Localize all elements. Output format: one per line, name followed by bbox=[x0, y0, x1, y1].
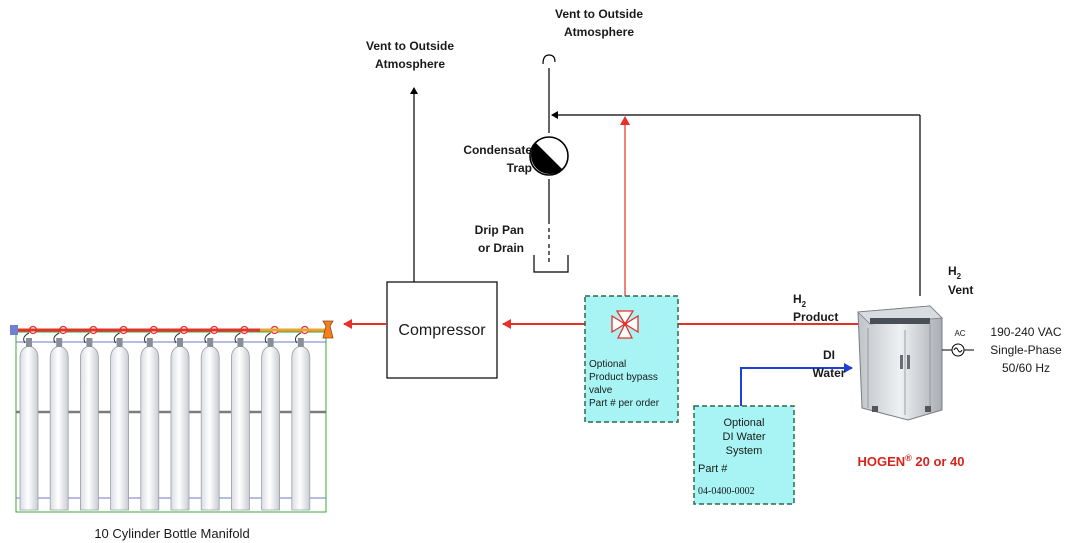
hogen-unit-image bbox=[857, 305, 943, 421]
cylinder-5 bbox=[140, 345, 160, 511]
cylinder-valve-5 bbox=[146, 338, 153, 347]
bypass-line-4: Part # per order bbox=[589, 398, 660, 409]
hogen-reg: ® bbox=[905, 453, 912, 463]
condensate-trap-icon bbox=[529, 136, 569, 176]
h2-vent-sub: 2 bbox=[957, 272, 962, 281]
ac-label: AC bbox=[954, 329, 965, 338]
pigtail-3 bbox=[83, 332, 90, 344]
product-lines bbox=[343, 116, 858, 329]
three-way-valve-icon bbox=[611, 310, 639, 339]
compressor-label: Compressor bbox=[398, 322, 486, 339]
cylinder-6 bbox=[170, 345, 190, 511]
water-line bbox=[740, 363, 853, 406]
di-system-line-1: Optional bbox=[724, 417, 765, 429]
cylinder-valve-7 bbox=[207, 338, 214, 347]
cylinder-4 bbox=[110, 345, 129, 511]
cylinder-valve-2 bbox=[56, 338, 63, 347]
vent-left-line-1: Vent to Outside bbox=[366, 39, 454, 53]
di-system-part-number: 04-0400-0002 bbox=[698, 486, 755, 497]
di-water-system-box: Optional DI Water System Part # 04-0400-… bbox=[693, 405, 795, 505]
pigtail-6 bbox=[174, 332, 181, 344]
h2-vent-label-1: H2 bbox=[948, 264, 962, 281]
di-system-line-2: DI Water bbox=[723, 431, 766, 443]
pigtail-9 bbox=[264, 332, 271, 344]
power-line-1: 190-240 VAC bbox=[990, 325, 1061, 339]
cylinder-valve-9 bbox=[267, 338, 274, 347]
di-system-line-3: System bbox=[726, 445, 763, 457]
vent-left-line-2: Atmosphere bbox=[375, 57, 445, 71]
pigtail-4 bbox=[113, 332, 120, 344]
vent-lines bbox=[410, 54, 921, 296]
vent-top-line-2: Atmosphere bbox=[564, 25, 634, 39]
drip-pan-label-1: Drip Pan bbox=[475, 223, 524, 237]
manifold-end-cap bbox=[10, 325, 18, 335]
compressor-box: Compressor bbox=[386, 281, 498, 379]
manifold-outlet-valve bbox=[322, 320, 334, 339]
manifold-label: 10 Cylinder Bottle Manifold bbox=[94, 526, 249, 541]
manifold-frame bbox=[15, 331, 327, 513]
cylinder-9 bbox=[261, 345, 280, 511]
pigtail-10 bbox=[294, 332, 302, 344]
cylinder-valve-3 bbox=[86, 338, 93, 347]
cylinder-7 bbox=[200, 345, 220, 511]
h2-product-label-2: Product bbox=[793, 310, 838, 324]
cylinder-manifold bbox=[10, 320, 334, 513]
pigtail-2 bbox=[53, 332, 60, 344]
cylinder-1 bbox=[19, 345, 39, 511]
cylinder-2 bbox=[49, 345, 69, 511]
cylinder-valve-1 bbox=[26, 338, 32, 347]
cylinder-valve-4 bbox=[116, 338, 123, 347]
h2-product-label-1: H2 bbox=[793, 292, 807, 309]
drip-pan-label-2: or Drain bbox=[478, 241, 524, 255]
pigtail-7 bbox=[204, 332, 211, 344]
power-line-2: Single-Phase bbox=[990, 343, 1062, 357]
pigtail-5 bbox=[143, 332, 151, 344]
ac-power-icon: AC bbox=[942, 329, 974, 357]
cylinder-3 bbox=[80, 345, 99, 511]
hogen-model-label: HOGEN® 20 or 40 bbox=[857, 453, 964, 469]
h2-vent-label-2: Vent bbox=[948, 283, 973, 297]
power-line-3: 50/60 Hz bbox=[1002, 361, 1050, 375]
di-water-label-2: Water bbox=[813, 366, 846, 380]
cylinder-10 bbox=[291, 345, 311, 511]
condensate-label-1: Condensate bbox=[463, 143, 532, 157]
h2-product-sub: 2 bbox=[802, 300, 807, 309]
h2-product-h: H bbox=[793, 292, 802, 306]
condensate-label-2: Trap bbox=[507, 161, 532, 175]
di-system-part-label: Part # bbox=[698, 463, 728, 475]
bypass-line-1: Optional bbox=[589, 359, 626, 370]
hogen-suffix: 20 or 40 bbox=[912, 454, 965, 469]
drip-pan-icon bbox=[533, 255, 569, 273]
bypass-line-3: valve bbox=[589, 385, 613, 396]
bypass-valve-box: Optional Product bypass valve Part # per… bbox=[584, 295, 679, 423]
cylinder-valve-6 bbox=[177, 338, 183, 347]
vent-top-line-1: Vent to Outside bbox=[555, 7, 643, 21]
pigtail-8 bbox=[234, 332, 241, 344]
cylinder-valve-8 bbox=[237, 338, 244, 347]
hogen-prefix: HOGEN bbox=[857, 454, 905, 469]
cylinder-8 bbox=[231, 345, 250, 511]
h2-vent-h: H bbox=[948, 264, 957, 278]
pigtail-1 bbox=[23, 332, 30, 344]
cylinder-valve-10 bbox=[297, 338, 304, 347]
bypass-line-2: Product bypass bbox=[589, 372, 658, 383]
di-water-label-1: DI bbox=[823, 348, 835, 362]
